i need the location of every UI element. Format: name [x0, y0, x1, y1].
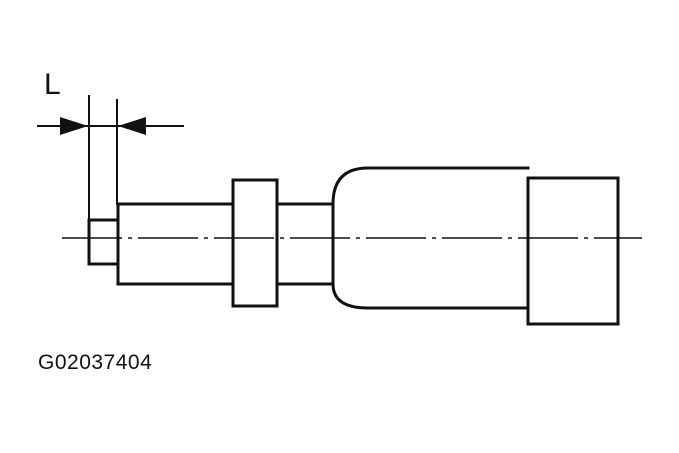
- dimension-arrow-left: [60, 117, 88, 135]
- dimension-arrow-right: [118, 117, 146, 135]
- shaft-body: [331, 166, 530, 310]
- dimension-label: L: [44, 68, 61, 101]
- shaft-section-thin: [116, 202, 235, 286]
- shaft-neck: [275, 202, 335, 286]
- figure-code: G02037404: [38, 351, 153, 374]
- shaft-collar: [231, 178, 279, 308]
- shaft-tip: [87, 218, 120, 266]
- shaft-end-block: [526, 176, 620, 326]
